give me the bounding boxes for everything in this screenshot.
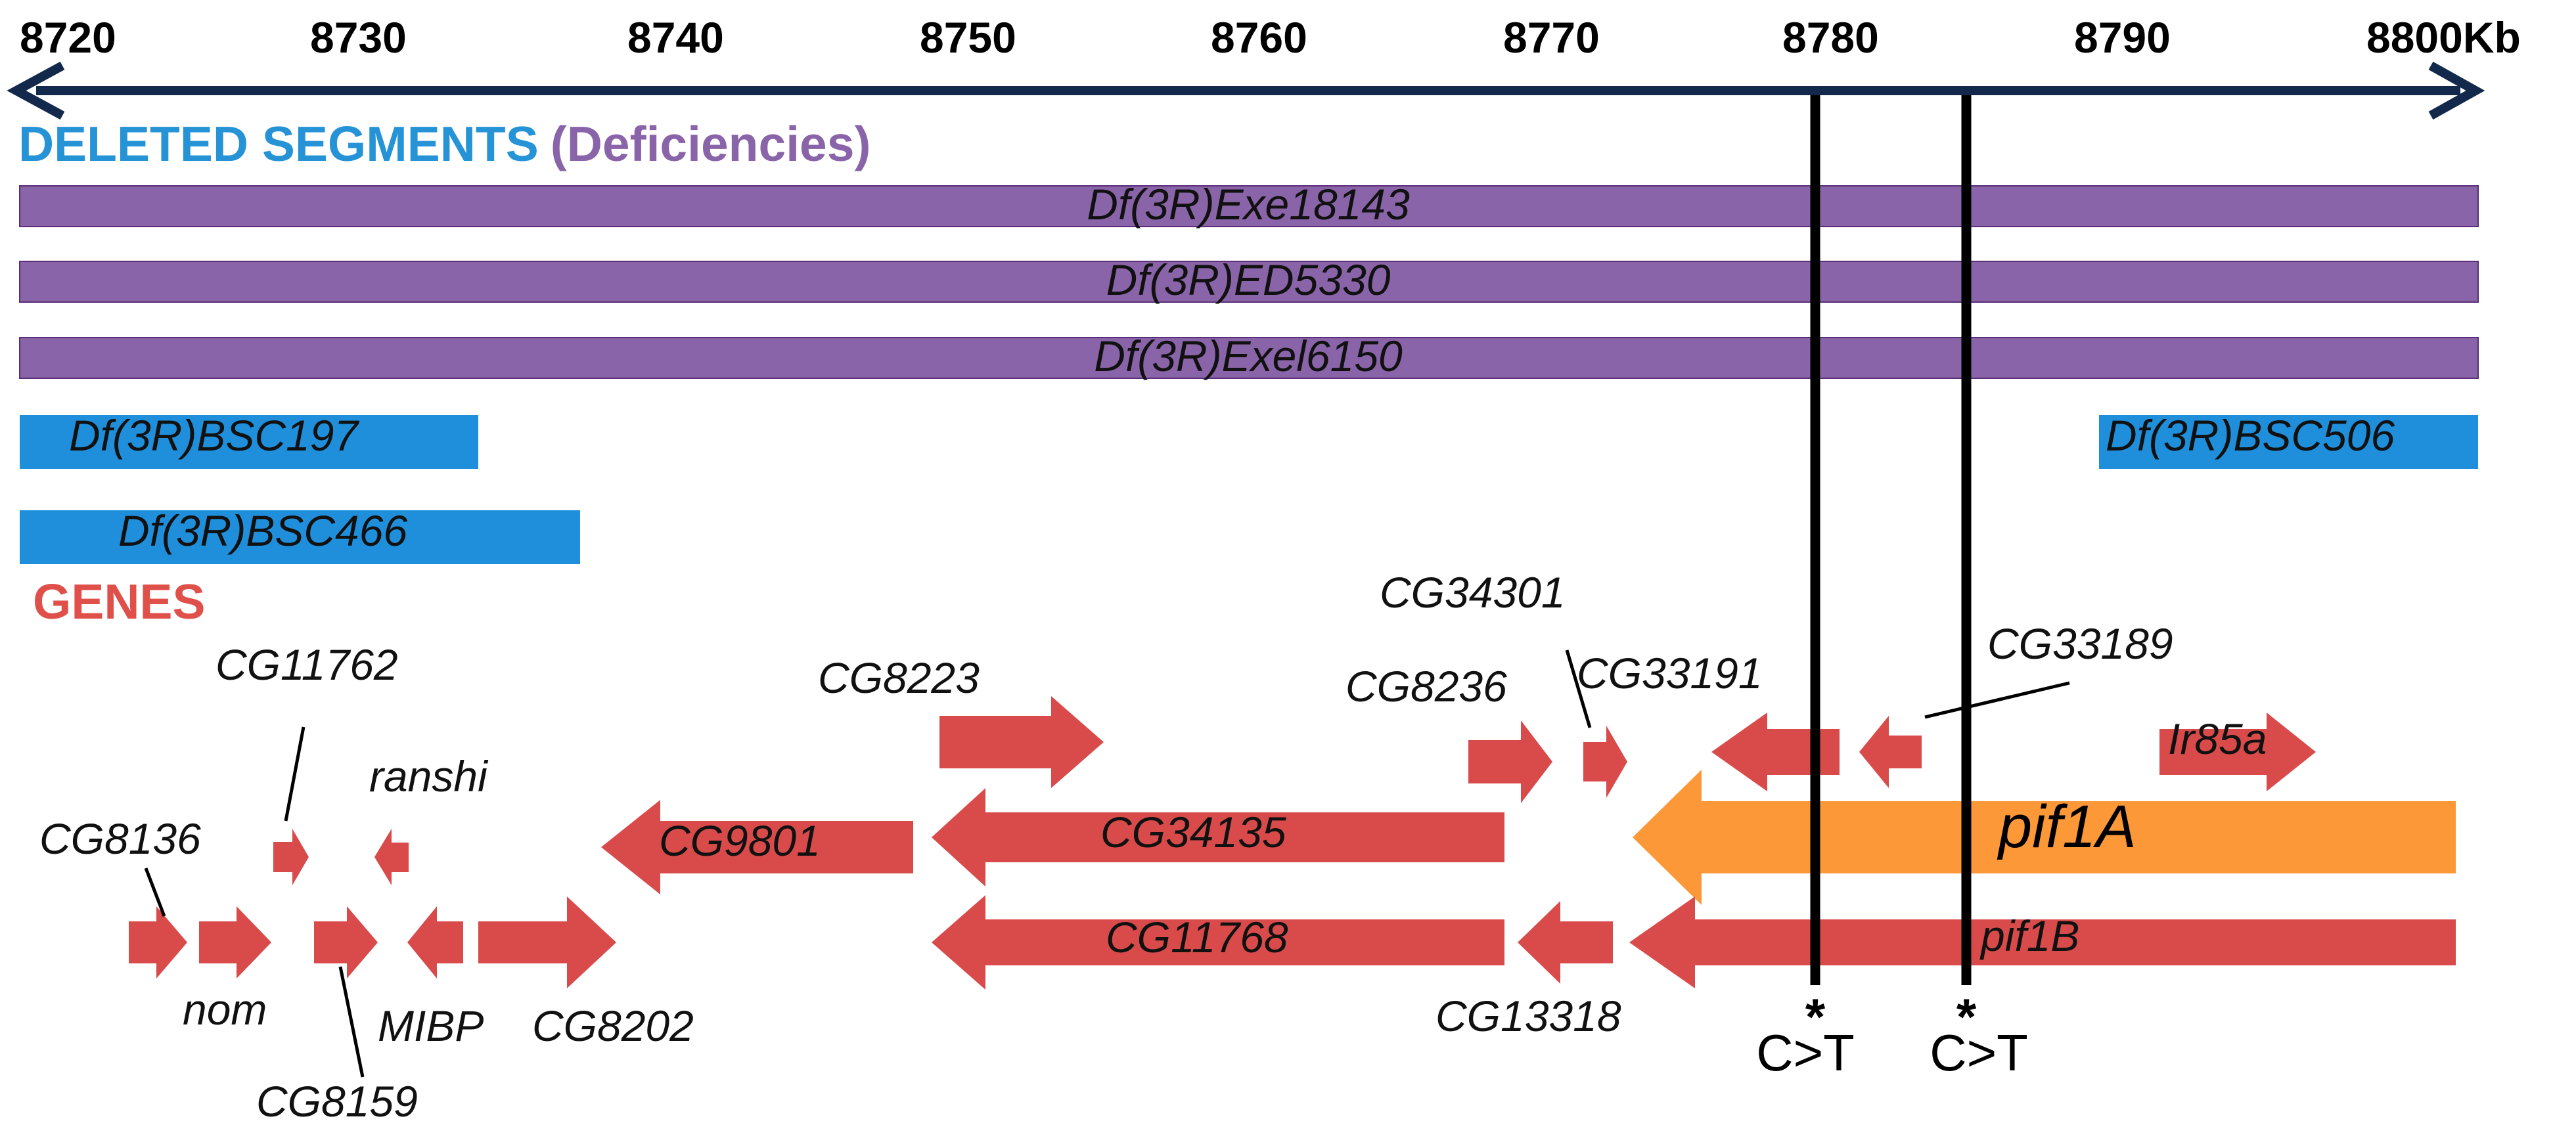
- mutation-markers: * * C>T C>T: [1756, 95, 2028, 1082]
- deleted-segments-label: DELETED SEGMENTS: [18, 116, 539, 171]
- gene-arrow: [932, 788, 1504, 887]
- gene-arrows: [129, 696, 2456, 990]
- axis-right-arrowhead: [2428, 61, 2485, 120]
- deficiency-bar: [20, 415, 478, 469]
- gene-label: CG34135: [1100, 808, 1286, 856]
- gene-label: Ir85a: [2168, 715, 2267, 763]
- deficiency-label: Df(3R)Exel6150: [1094, 332, 1403, 380]
- gene-label: CG33191: [1577, 649, 1763, 697]
- gene-arrow: [314, 906, 378, 979]
- gene-arrow: [939, 696, 1104, 788]
- gene-label: CG11762: [215, 640, 398, 689]
- axis-tick-label: 8780: [1782, 13, 1879, 62]
- gene-label: CG8202: [532, 1001, 694, 1050]
- gene-label-highlighted: pif1A: [1997, 793, 2136, 860]
- axis-tick-label: 8800Kb: [2366, 13, 2521, 62]
- gene-arrow: [1629, 896, 2456, 988]
- gene-label: ranshi: [369, 752, 489, 801]
- gene-label: nom: [183, 985, 267, 1034]
- gene-label: CG8136: [39, 814, 201, 863]
- genes-heading: GENES: [33, 574, 206, 629]
- gene-arrow: [601, 800, 913, 894]
- gene-label: CG33189: [1987, 619, 2173, 668]
- coordinate-axis: 8720 8730 8740 8750 8760 8770 8780 8790 …: [7, 13, 2521, 120]
- deficiency-bar: [2099, 415, 2478, 469]
- gene-arrow: [478, 896, 616, 988]
- deficiency-label: Df(3R)Exe18143: [1087, 180, 1410, 229]
- gene-arrow: [1518, 901, 1613, 984]
- leader-line: [284, 726, 305, 822]
- gene-label: MIBP: [378, 1001, 484, 1050]
- deficiency-label: Df(3R)BSC197: [69, 411, 359, 460]
- axis-tick-label: 8750: [920, 13, 1016, 62]
- axis-tick-label: 8760: [1211, 13, 1307, 62]
- mutation-label: C>T: [1930, 1024, 2028, 1082]
- mutation-asterisk: *: [1956, 988, 1977, 1045]
- gene-arrow: [2159, 713, 2316, 791]
- gene-arrow: [1711, 713, 1840, 791]
- deleted-segments-heading: DELETED SEGMENTS(Deficiencies): [18, 116, 870, 171]
- gene-arrow: [199, 906, 271, 979]
- deficiency-bar: [19, 185, 2479, 227]
- gene-label: CG8236: [1345, 662, 1507, 711]
- axis-left-arrowhead: [7, 61, 65, 120]
- deficiencies-label: (Deficiencies): [551, 116, 871, 171]
- deficiency-bars: Df(3R)Exe18143 Df(3R)ED5330 Df(3R)Exel61…: [19, 180, 2479, 564]
- leader-line: [144, 868, 166, 917]
- gene-labels: CG8136 nom CG11762 CG8159 ranshi MIBP CG…: [39, 568, 2267, 1126]
- leader-line: [1565, 649, 1592, 728]
- gene-label: CG34301: [1380, 568, 1566, 617]
- gene-arrow: [932, 895, 1504, 990]
- gene-arrow: [273, 829, 309, 885]
- leader-line: [338, 966, 365, 1078]
- axis-tick-label: 8740: [627, 13, 724, 62]
- gene-label: pif1B: [1979, 912, 2079, 960]
- leader-line: [1924, 681, 2070, 719]
- gene-arrow-highlighted: [1633, 770, 2456, 905]
- axis-tick-label: 8770: [1503, 13, 1600, 62]
- gene-label: CG8223: [818, 653, 980, 702]
- deficiency-bar: [19, 337, 2479, 379]
- gene-arrow: [1583, 726, 1627, 798]
- deficiency-bar: [19, 261, 2479, 303]
- deficiency-label: Df(3R)ED5330: [1106, 255, 1391, 304]
- gene-arrow: [1859, 716, 1922, 788]
- gene-arrow: [1468, 720, 1552, 803]
- gene-label: CG13318: [1435, 992, 1621, 1040]
- gene-arrow: [129, 906, 187, 979]
- deficiency-label: Df(3R)BSC466: [118, 506, 407, 555]
- gene-label: CG9801: [659, 816, 821, 865]
- gene-label: CG8159: [256, 1077, 418, 1126]
- axis-tick-label: 8790: [2074, 13, 2171, 62]
- gene-label: CG11768: [1106, 913, 1288, 961]
- gene-arrow: [374, 829, 409, 885]
- axis-tick-label: 8720: [20, 13, 116, 62]
- axis-tick-label: 8730: [310, 13, 407, 62]
- mutation-label: C>T: [1756, 1024, 1855, 1082]
- mutation-asterisk: *: [1805, 988, 1826, 1045]
- gene-arrow: [407, 906, 463, 979]
- deficiency-bar: [20, 510, 580, 564]
- deficiency-label: Df(3R)BSC506: [2106, 411, 2395, 460]
